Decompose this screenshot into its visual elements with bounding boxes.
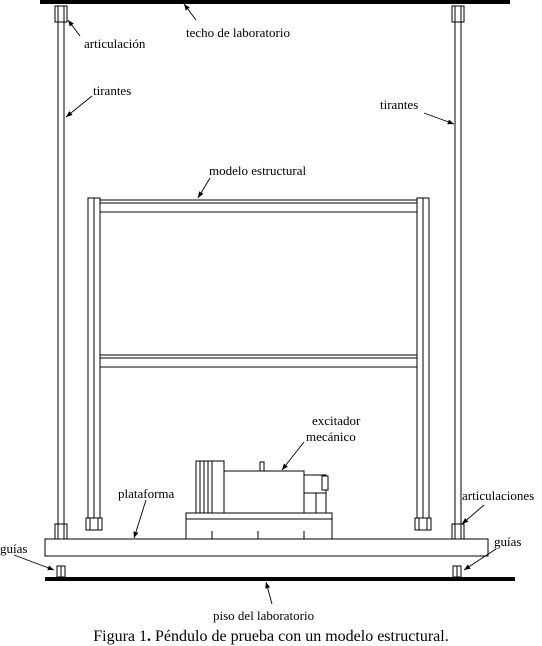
label-floor: piso del laboratorio (213, 608, 314, 623)
label-guides-left: guías (0, 541, 27, 556)
arrow-guides-left (13, 554, 55, 571)
left-guide (56, 565, 66, 578)
caption-prefix: Figura 1 (93, 628, 147, 645)
label-exciter-line1: excitador (312, 413, 361, 428)
label-ceiling: techo de laboratorio (186, 25, 290, 40)
label-joints: articulaciones (462, 488, 534, 503)
arrow-ceiling (183, 3, 197, 21)
label-joint: articulación (84, 36, 146, 51)
figure-caption: Figura 1. Péndulo de prueba con un model… (93, 628, 448, 645)
label-platform: plataforma (118, 486, 175, 501)
laboratory-floor (45, 577, 515, 581)
arrow-hangers-left (65, 95, 93, 118)
arrow-guides-right (463, 548, 497, 571)
arrow-structural-model (197, 177, 211, 199)
arrow-hangers-right (423, 112, 455, 125)
label-exciter-line2: mecánico (306, 429, 356, 444)
platform (44, 538, 489, 557)
left-hanger (54, 5, 68, 541)
arrow-floor (265, 581, 273, 605)
arrow-exciter (281, 441, 305, 471)
label-guides-right: guías (494, 534, 521, 549)
structural-model (85, 197, 432, 531)
laboratory-ceiling (40, 0, 510, 4)
right-hanger (451, 5, 465, 541)
mechanical-exciter (185, 460, 333, 540)
label-structural-model: modelo estructural (209, 163, 306, 178)
right-guide (452, 565, 462, 578)
caption-separator: . (147, 628, 151, 645)
label-hangers-right: tirantes (380, 97, 418, 112)
caption-text: Péndulo de prueba con un modelo estructu… (151, 628, 449, 645)
label-hangers-left: tirantes (93, 83, 131, 98)
arrow-joint (67, 19, 81, 37)
arrow-platform (133, 499, 147, 539)
arrow-joints (461, 504, 485, 525)
